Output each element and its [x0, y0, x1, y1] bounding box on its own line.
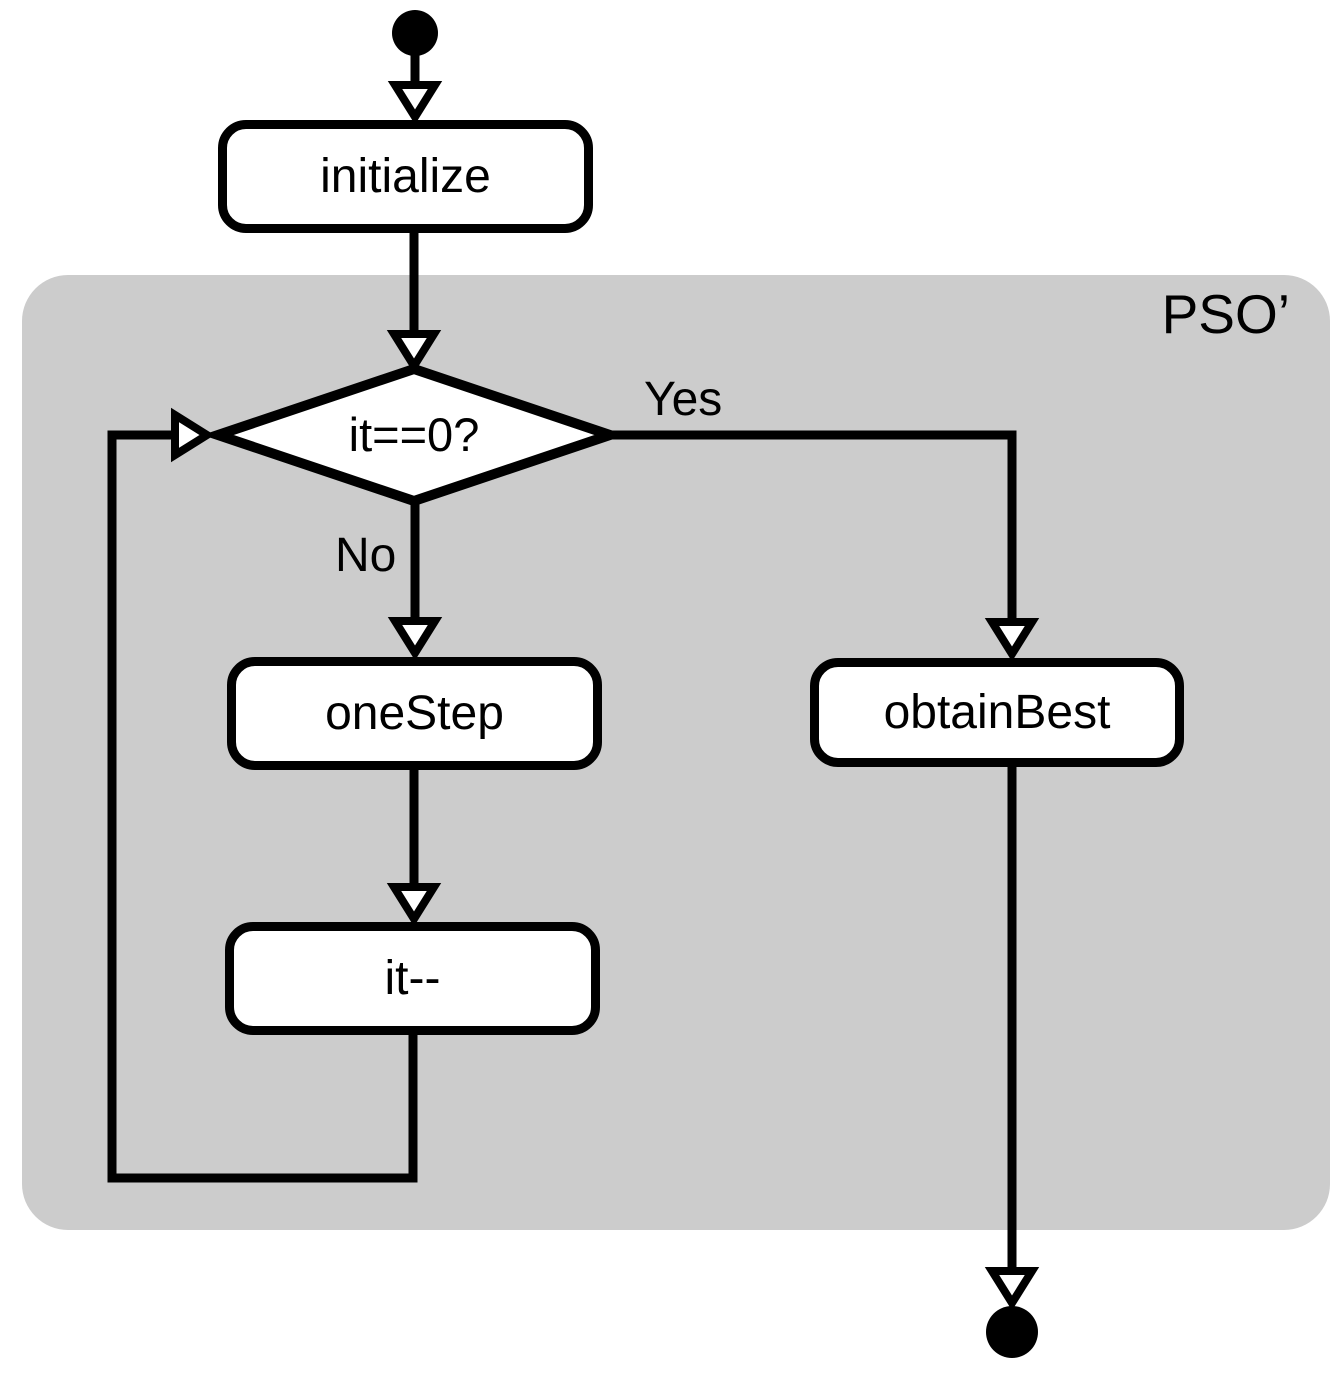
decision-label: it==0?: [348, 408, 480, 461]
decision-node: [202, 363, 626, 507]
arrowhead-loop-into-decision-icon: [171, 407, 215, 463]
arrowhead-into-initialize-icon: [387, 81, 443, 125]
edge-decision-yes-to-obtain-best: [610, 430, 1017, 624]
initialize-node: initialize: [218, 120, 593, 233]
pso-group-label: PSO’: [1161, 283, 1290, 345]
arrowhead-into-one-step-icon: [387, 617, 443, 661]
it-decrement-node: it--: [225, 922, 600, 1035]
one-step-node: oneStep: [227, 657, 602, 770]
arrowhead-into-it-decrement-icon: [386, 883, 442, 927]
end-node-icon: [986, 1306, 1038, 1358]
one-step-label: oneStep: [325, 687, 504, 740]
obtain-best-label: obtainBest: [883, 686, 1111, 739]
it-decrement-label: it--: [384, 952, 441, 1005]
obtain-best-node: obtainBest: [810, 658, 1184, 767]
arrowhead-into-decision-icon: [386, 330, 442, 374]
start-node-icon: [392, 10, 438, 56]
initialize-label: initialize: [320, 150, 491, 203]
edge-loop-back-to-decision: [107, 430, 418, 1183]
yes-edge-label: Yes: [644, 373, 723, 426]
no-edge-label: No: [335, 529, 397, 582]
arrowhead-into-end-icon: [984, 1267, 1040, 1311]
arrowhead-into-obtain-best-icon: [984, 618, 1040, 662]
